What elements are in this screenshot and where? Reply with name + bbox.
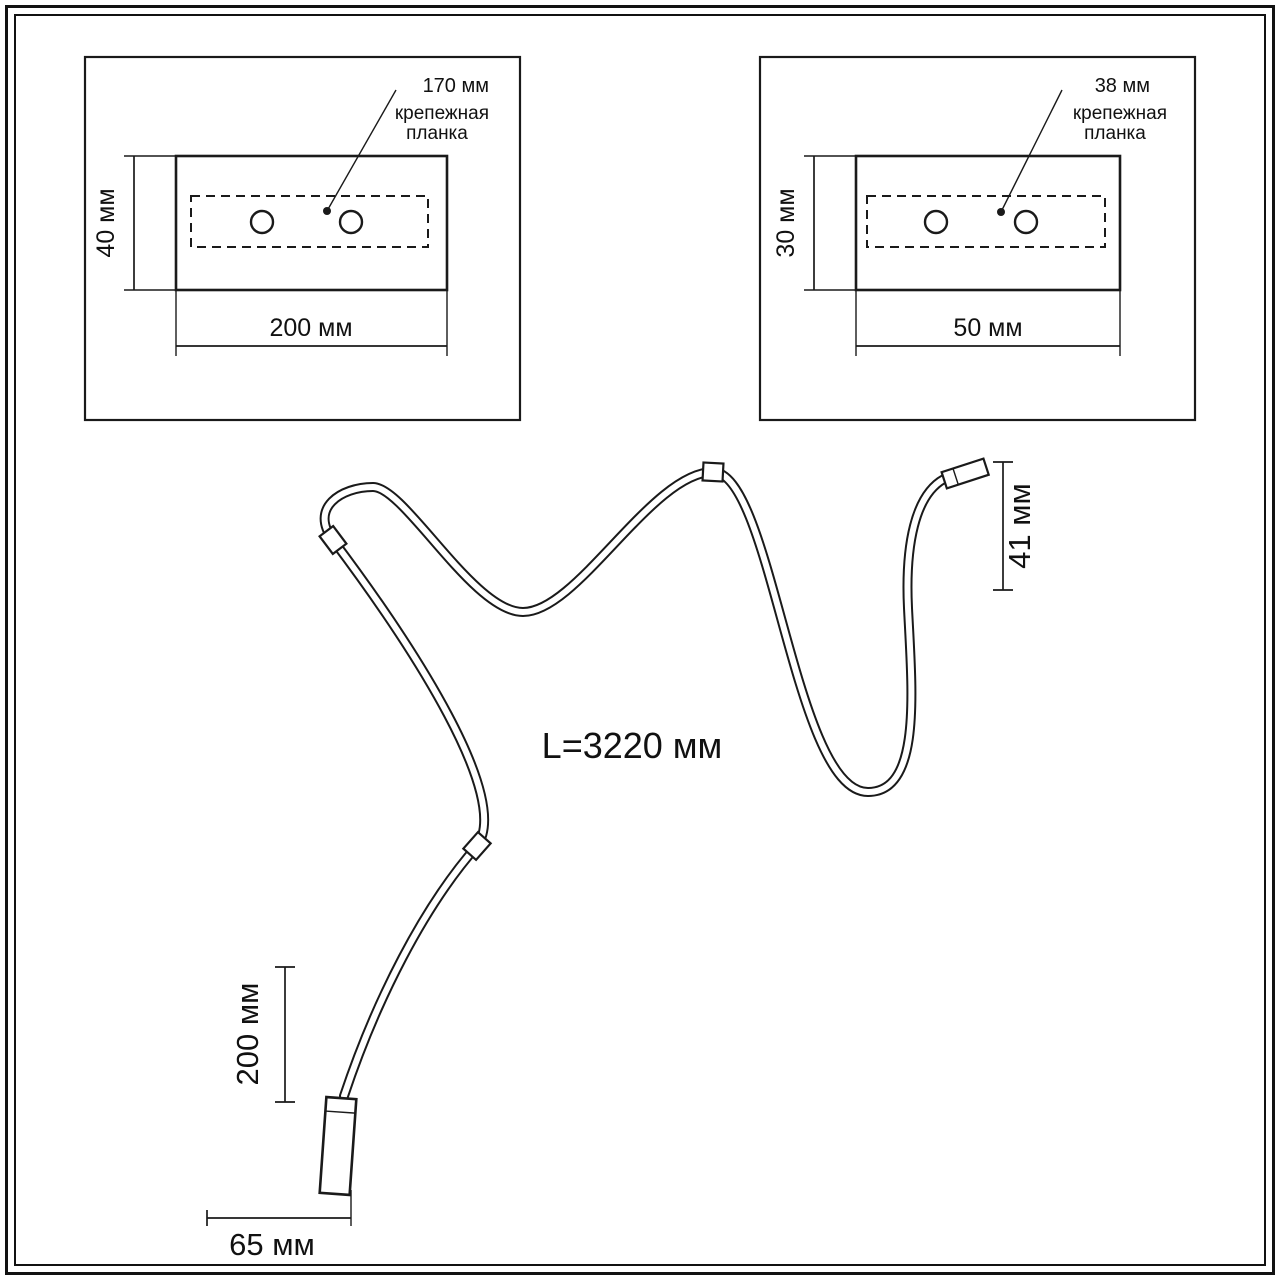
connector-width-dimension-label: 65 мм [229,1227,315,1262]
tail-length-dimension-label: 200 мм [230,983,265,1086]
flexible-cable-fixture: L=3220 мм 41 мм 200 мм 65 мм [206,457,1037,1262]
mounting-plate-dashed-outline [190,195,429,248]
mounting-plate-label-line1: крепежная [1073,103,1167,124]
height-dimension-label: 30 мм [772,188,800,257]
width-dimension: 200 мм [175,290,448,356]
leader-line [326,89,397,212]
width-dimension-label: 200 мм [269,314,352,342]
width-dimension: 50 мм [855,290,1121,356]
tail-length-dimension: 200 мм [230,966,295,1103]
mounting-plate-label-line1: крепежная [395,103,489,124]
screw-hole-right [338,209,364,235]
fixture-body-outline [854,154,1122,292]
height-dimension-label: 40 мм [92,188,120,257]
cable-clip-left [318,524,348,556]
connector-body [318,1095,358,1197]
width-dimension-label: 50 мм [953,314,1022,342]
connector-collar-line [325,1110,356,1114]
mounting-plate-label-line2: планка [1084,123,1146,144]
screw-hole-left [249,209,275,235]
cable-length-label: L=3220 мм [542,725,723,766]
height-dimension: 40 мм [92,155,176,291]
cable-clip-top [701,461,725,483]
end-cap-body [940,457,991,490]
screw-hole-right [1013,209,1039,235]
screw-hole-left [923,209,949,235]
offset-dimension-label: 170 мм [423,75,489,97]
mounting-plate-label-line2: планка [406,123,468,144]
end-cap-collar-line [952,468,959,485]
end-offset-dimension-label: 41 мм [1002,483,1037,569]
mounting-plate-dashed-outline [866,195,1106,248]
end-offset-dimension: 41 мм [993,461,1037,591]
inset-right-mounting-plate: 38 мм крепежная планка 30 мм 50 мм [758,55,1197,422]
offset-dimension-label: 38 мм [1095,75,1150,97]
inset-left-mounting-plate: 170 мм крепежная планка 40 мм 200 мм [83,55,522,422]
fixture-body-outline [174,154,449,292]
cable-outline [319,466,959,1101]
cable-core [321,468,957,1099]
leader-line [1000,89,1063,213]
cable-end-cap [940,457,991,490]
bottom-connector [318,1095,358,1197]
cable-clip-middle-lower [461,830,493,862]
height-dimension: 30 мм [772,155,856,291]
connector-width-dimension: 65 мм [206,1190,352,1262]
